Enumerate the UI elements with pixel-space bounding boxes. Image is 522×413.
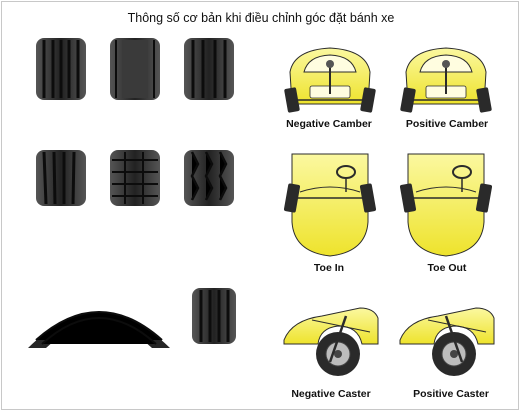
negative-caster-diagram xyxy=(282,296,380,382)
toe-in-label: Toe In xyxy=(313,262,345,274)
positive-caster-label: Positive Caster xyxy=(413,388,489,400)
tire-wear-8 xyxy=(190,286,238,346)
tire-side-wear xyxy=(24,290,174,350)
tire-wear-1 xyxy=(34,36,88,102)
tire-wear-2 xyxy=(108,36,162,102)
positive-camber-label: Positive Camber xyxy=(405,118,489,130)
negative-camber-diagram xyxy=(282,42,378,114)
toe-out-diagram xyxy=(398,152,494,258)
figure-title: Thông số cơ bản khi điều chỉnh góc đặt b… xyxy=(127,11,395,25)
positive-camber-diagram xyxy=(398,42,494,114)
negative-camber-label: Negative Camber xyxy=(286,118,372,130)
positive-caster-diagram xyxy=(398,296,496,382)
tire-wear-6 xyxy=(182,148,236,208)
tire-wear-4 xyxy=(34,148,88,208)
toe-in-diagram xyxy=(282,152,378,258)
negative-caster-label: Negative Caster xyxy=(291,388,371,400)
tire-wear-5 xyxy=(108,148,162,208)
toe-out-label: Toe Out xyxy=(427,262,467,274)
tire-wear-3 xyxy=(182,36,236,102)
